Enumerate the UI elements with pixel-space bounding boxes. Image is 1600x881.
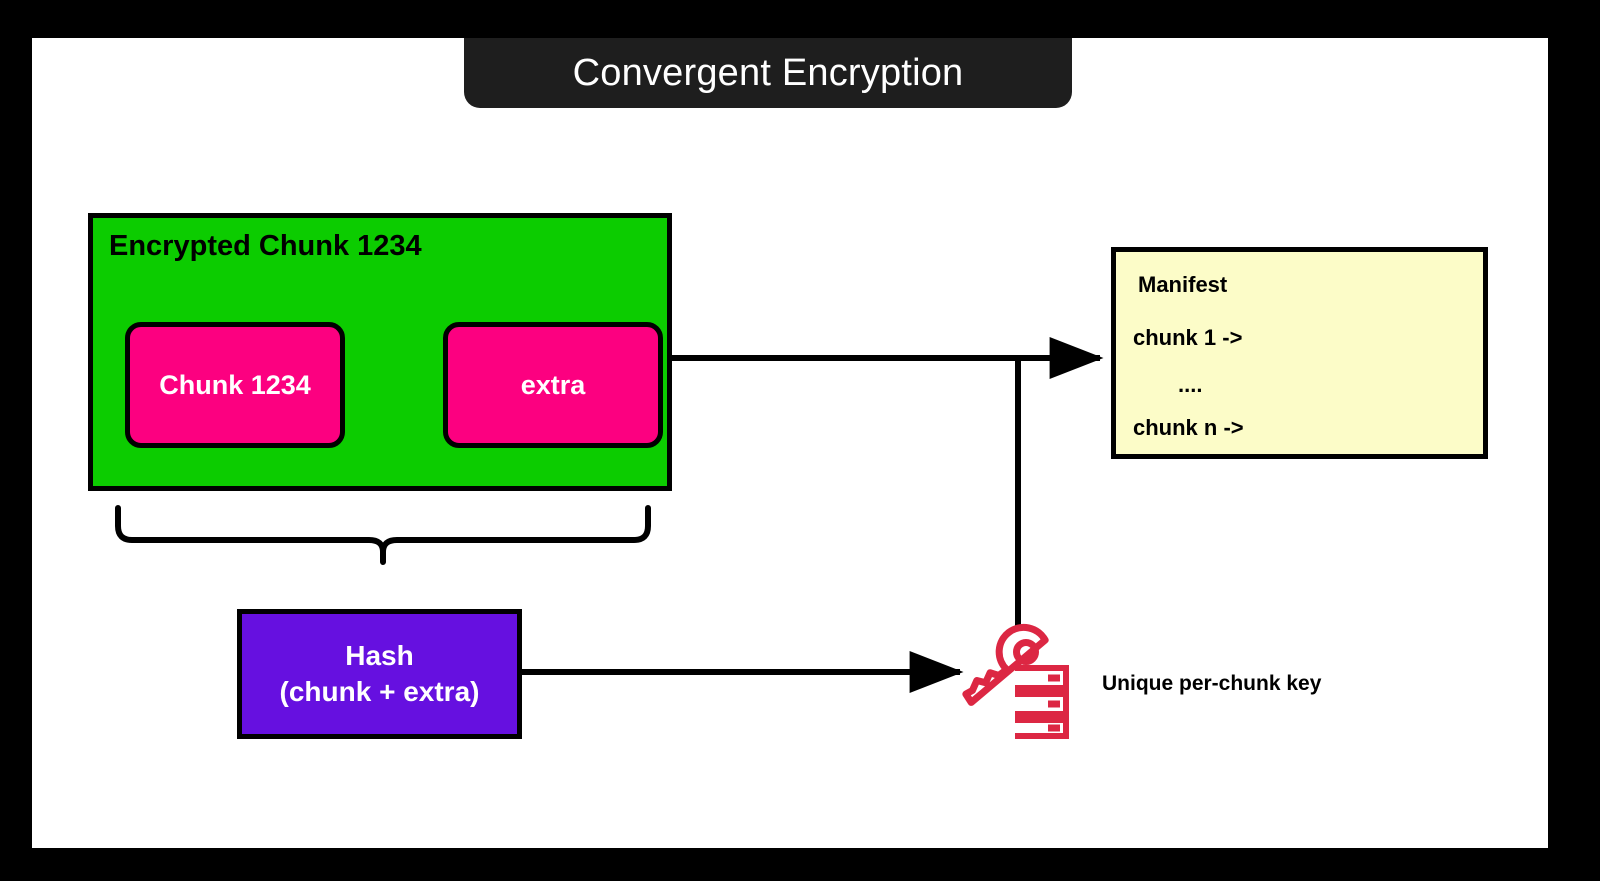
encrypted-chunk-label: Encrypted Chunk 1234	[109, 230, 422, 262]
key-caption: Unique per-chunk key	[1102, 672, 1322, 695]
manifest-row: chunk n ->	[1133, 415, 1244, 440]
title-banner: Convergent Encryption	[464, 38, 1072, 108]
key-server-icon	[962, 623, 1069, 739]
hash-label-secondary: (chunk + extra)	[279, 676, 480, 707]
diagram-canvas: Convergent Encryption Encrypted Chunk 12…	[32, 38, 1548, 848]
manifest-box: Manifest chunk 1 -> .... chunk n ->	[1111, 247, 1488, 459]
hash-label-primary: Hash	[345, 640, 414, 672]
hash-box: Hash (chunk + extra)	[237, 609, 522, 739]
manifest-row: chunk 1 ->	[1133, 325, 1243, 350]
curly-brace	[115, 505, 651, 555]
manifest-title: Manifest	[1138, 272, 1228, 297]
encrypted-chunk-box: Encrypted Chunk 1234 Chunk 1234 extra	[88, 213, 672, 491]
manifest-row: ....	[1178, 372, 1203, 397]
page-title: Convergent Encryption	[572, 52, 964, 94]
chunk-chip: Chunk 1234	[125, 322, 345, 448]
extra-chip: extra	[443, 322, 663, 448]
